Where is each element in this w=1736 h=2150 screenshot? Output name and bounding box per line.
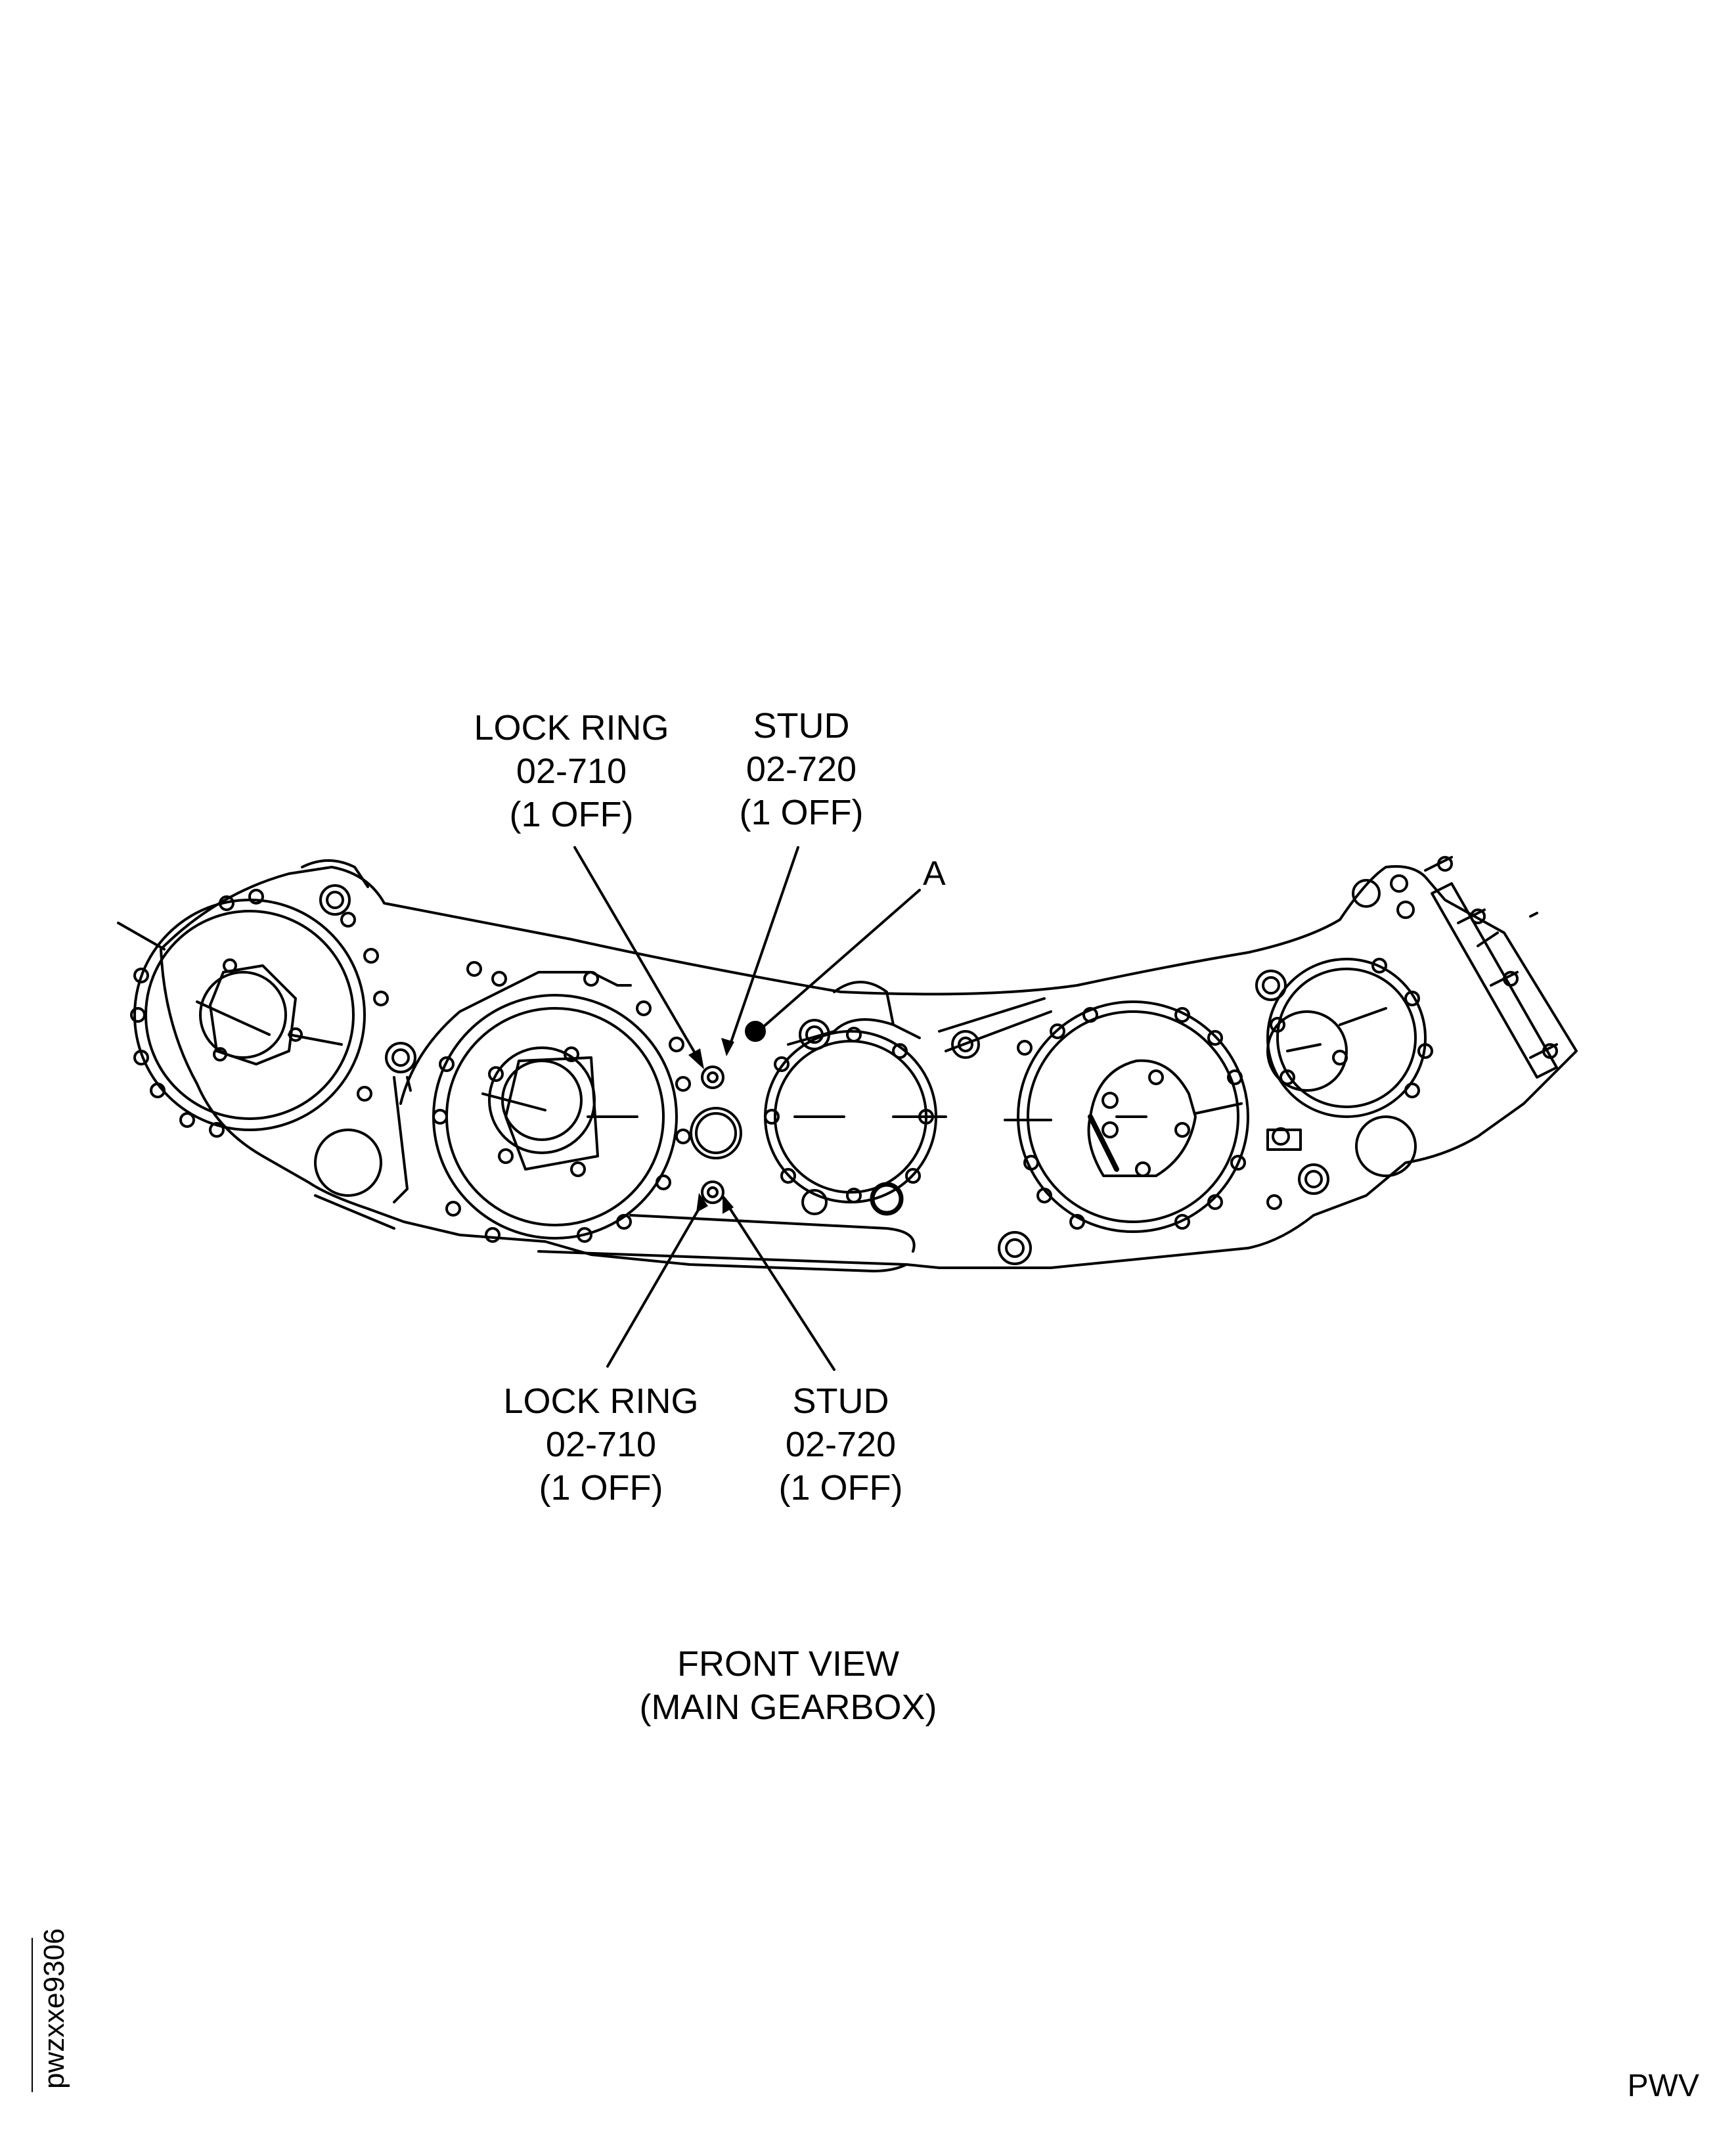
far-right-pad-bolts [1266, 958, 1433, 1210]
callout-name: LOCK RING [474, 708, 669, 748]
figure-id-bar [32, 1938, 33, 2092]
leader-lock-ring-bottom [606, 1201, 704, 1368]
callout-part: 02-710 [516, 751, 627, 791]
callout-qty: (1 OFF) [778, 1468, 903, 1508]
lower-stud [701, 1180, 724, 1204]
right-pad-flange [1017, 1000, 1249, 1233]
left-pad-bolts [130, 889, 389, 1138]
callout-stud-bottom: STUD 02-720 (1 OFF) [749, 1379, 933, 1510]
callout-qty: (1 OFF) [509, 795, 634, 834]
leader-lock-ring-top [573, 846, 701, 1062]
callout-lock-ring-bottom: LOCK RING 02-710 (1 OFF) [489, 1379, 713, 1510]
callout-arrowheads [688, 1038, 734, 1214]
callout-qty: (1 OFF) [539, 1468, 663, 1508]
figure-id: pwzxxe9306 [38, 1928, 70, 2089]
detail-letter-a: A [923, 855, 946, 893]
right-shaft [1431, 882, 1558, 1079]
callout-part: 02-720 [746, 750, 857, 789]
right-pad-bolts [1023, 1007, 1246, 1230]
view-title-line1: FRONT VIEW [677, 1644, 899, 1684]
callout-part: 02-720 [785, 1425, 897, 1464]
view-title: FRONT VIEW (MAIN GEARBOX) [591, 1642, 985, 1729]
second-pad-bolts [432, 961, 691, 1243]
callout-name: LOCK RING [503, 1381, 699, 1421]
view-title-line2: (MAIN GEARBOX) [639, 1688, 937, 1727]
callout-name: STUD [792, 1381, 889, 1421]
center-bore [690, 1107, 742, 1159]
second-pad-flange [432, 994, 678, 1240]
callout-qty: (1 OFF) [739, 793, 864, 832]
callout-stud-top: STUD 02-720 (1 OFF) [709, 704, 893, 834]
middle-pad-bolts [764, 1027, 934, 1203]
housing-outline [160, 865, 1578, 1272]
leader-a [761, 889, 921, 1029]
upper-stud [701, 1065, 724, 1089]
callout-lock-ring-top: LOCK RING 02-710 (1 OFF) [460, 706, 683, 836]
callout-leaders [573, 846, 921, 1371]
far-right-pad-flange [1266, 958, 1427, 1118]
leader-stud-top [728, 846, 799, 1049]
callout-part: 02-710 [545, 1425, 657, 1464]
corner-code: PWV [1627, 2069, 1699, 2103]
callout-name: STUD [753, 706, 850, 746]
leader-stud-bottom [724, 1201, 835, 1371]
